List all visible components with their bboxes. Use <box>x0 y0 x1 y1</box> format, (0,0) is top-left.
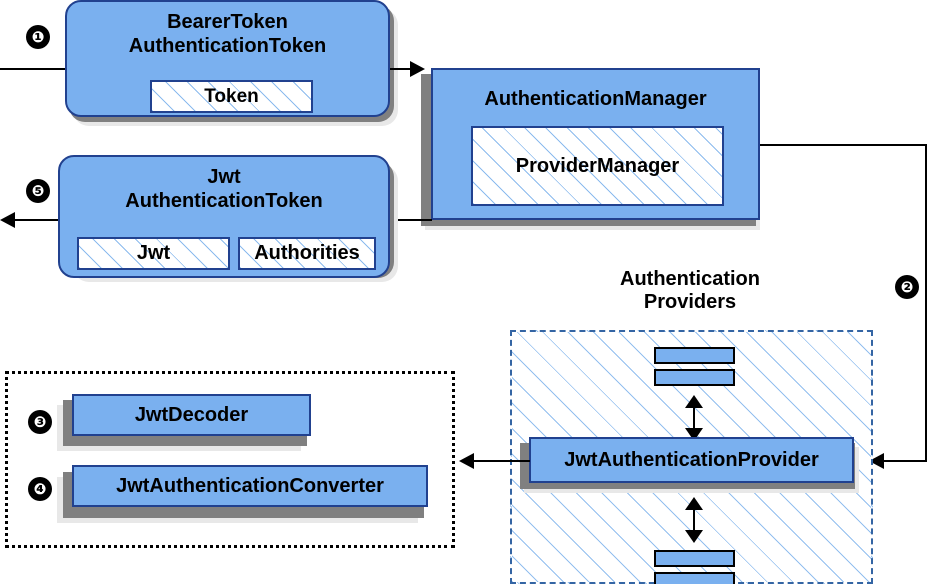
provider-bottom-arrow-down <box>685 530 703 543</box>
outgoing-response-arrowhead <box>0 212 15 228</box>
authentication-manager-title-text: AuthenticationManager <box>484 88 707 110</box>
node-jwt-authentication-provider[interactable]: JwtAuthenticationProvider <box>529 437 854 483</box>
node-jwt-decoder[interactable]: JwtDecoder <box>72 394 311 436</box>
jwt-token-title-line-2: AuthenticationToken <box>125 190 323 213</box>
step-badge-4: ❹ <box>28 477 52 501</box>
step-badge-5: ❺ <box>26 179 50 203</box>
jwt-converter-label: JwtAuthenticationConverter <box>116 474 384 497</box>
manager-to-providers-line-bottom <box>882 460 927 462</box>
provider-stub-top-1 <box>654 347 735 364</box>
token-label: Token <box>204 85 259 107</box>
jwt-token-title: Jwt AuthenticationToken <box>60 157 388 214</box>
step-badge-3: ❸ <box>28 410 52 434</box>
node-provider-manager[interactable]: ProviderManager <box>471 126 724 206</box>
node-authentication-manager[interactable]: AuthenticationManager ProviderManager <box>431 68 760 220</box>
node-authorities[interactable]: Authorities <box>238 237 376 270</box>
step-badge-1: ❶ <box>26 25 50 49</box>
bearer-to-manager-arrowhead <box>410 61 425 77</box>
jwt-provider-label: JwtAuthenticationProvider <box>564 448 819 471</box>
node-jwt[interactable]: Jwt <box>77 237 230 270</box>
authentication-manager-title: AuthenticationManager <box>433 70 758 111</box>
step-badge-2: ❷ <box>895 275 919 299</box>
provider-manager-label: ProviderManager <box>515 154 680 177</box>
manager-to-jwt-token-line <box>390 219 432 221</box>
jwt-token-title-line-1: Jwt <box>207 166 241 188</box>
bearer-token-title: BearerToken AuthenticationToken <box>67 2 388 59</box>
bearer-token-title-line-2: AuthenticationToken <box>128 35 327 58</box>
provider-stub-bottom-1 <box>654 550 735 567</box>
manager-to-providers-line-top <box>760 144 927 146</box>
authentication-providers-caption: Authentication Providers <box>590 268 790 314</box>
incoming-request-line <box>0 68 72 70</box>
node-token[interactable]: Token <box>150 80 313 113</box>
bearer-to-manager-line <box>390 68 420 70</box>
provider-to-decoder-line <box>472 460 530 462</box>
group-jwt-support-components <box>5 371 455 548</box>
jwt-label: Jwt <box>136 242 171 264</box>
provider-to-decoder-arrowhead <box>459 453 474 469</box>
providers-caption-line-2: Providers <box>643 291 737 313</box>
providers-caption-line-1: Authentication <box>620 268 760 290</box>
provider-top-arrow-line <box>693 404 695 432</box>
authorities-label: Authorities <box>254 242 360 264</box>
manager-to-providers-line-vertical <box>925 144 927 461</box>
provider-stub-top-2 <box>654 369 735 386</box>
node-bearer-token-authentication-token[interactable]: BearerToken AuthenticationToken Token <box>65 0 390 117</box>
provider-top-arrow-up <box>685 395 703 408</box>
bearer-token-title-line-1: BearerToken <box>167 11 288 33</box>
outgoing-response-line <box>13 219 73 221</box>
node-jwt-authentication-token[interactable]: Jwt AuthenticationToken Jwt Authorities <box>58 155 390 278</box>
provider-bottom-arrow-line <box>693 506 695 534</box>
provider-bottom-arrow-up <box>685 497 703 510</box>
node-jwt-authentication-converter[interactable]: JwtAuthenticationConverter <box>72 465 428 507</box>
provider-stub-bottom-2 <box>654 572 735 584</box>
jwt-decoder-label: JwtDecoder <box>134 403 249 426</box>
